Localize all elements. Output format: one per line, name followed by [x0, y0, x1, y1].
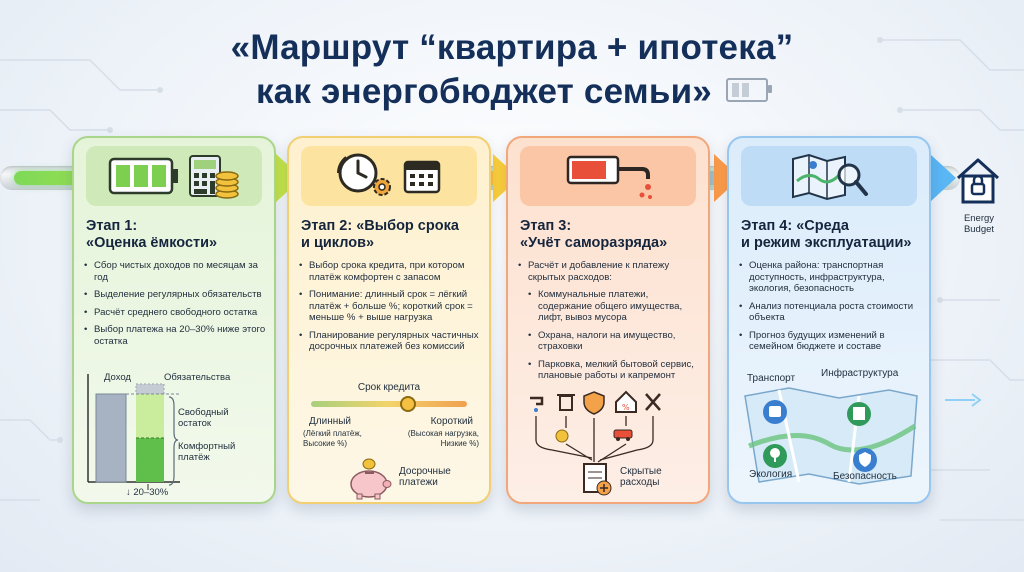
slider-label: Срок кредита	[357, 382, 421, 393]
map-icon	[792, 153, 846, 201]
tax-house-icon: %	[615, 390, 637, 413]
list-item: Понимание: длинный срок = лёгкий платёж …	[299, 289, 481, 324]
term-slider[interactable]	[311, 396, 467, 412]
long-term-title: Длинный	[309, 416, 352, 427]
battery-icon	[725, 77, 772, 102]
long-term-note: (Лёгкий платёж, Высокие %)	[303, 429, 362, 448]
stage-1-title: Этап 1: «Оценка ёмкости»	[86, 218, 218, 251]
clock-icon	[337, 153, 378, 193]
stage-4-title: Этап 4: «Среда и режим эксплуатации»	[741, 218, 912, 251]
early-payments-label: Досрочные платежи	[399, 466, 451, 488]
short-term-note: (Высокая нагрузка, Низкие %)	[407, 429, 479, 448]
stage-3-icon-box	[520, 146, 696, 206]
coins-icon	[215, 171, 239, 199]
safety-label: Безопасность	[833, 471, 897, 482]
stage-4-list: Оценка района: транспортная доступность,…	[739, 260, 921, 359]
comfort-payment-bar	[136, 438, 164, 482]
stage-4-card: Этап 4: «Среда и режим эксплуатации» Оце…	[727, 136, 931, 504]
trash-icon	[557, 394, 575, 411]
transport-label: Транспорт	[747, 373, 796, 384]
leaking-battery-icon	[566, 155, 652, 199]
car-icon	[613, 429, 633, 441]
hidden-costs-diagram: %	[530, 390, 661, 496]
svg-text:%: %	[622, 403, 630, 412]
stage-3-list: Расчёт и добавление к платежу скрытых ра…	[518, 260, 700, 388]
shield-icon	[853, 448, 877, 472]
slider-track	[311, 401, 467, 407]
tree-icon	[763, 444, 787, 468]
stage-2-icon-box	[301, 146, 477, 206]
hidden-costs-label: Скрытые расходы	[620, 466, 662, 488]
stage-2-title: Этап 2: «Выбор срока и циклов»	[301, 218, 459, 251]
list-item: Сбор чистых доходов по месяцам за год	[84, 260, 266, 283]
stage-2-card: Этап 2: «Выбор срока и циклов» Выбор сро…	[287, 136, 491, 504]
obligations-label: Обязательства	[164, 372, 231, 383]
list-item: Расчёт среднего свободного остатка	[84, 307, 266, 319]
magnifier-icon	[837, 163, 868, 196]
house-lock-icon	[956, 158, 1000, 204]
income-label: Доход	[104, 372, 131, 383]
stage-4-icon-box	[741, 146, 917, 206]
coin-icon	[555, 429, 569, 443]
slider-knob[interactable]	[399, 396, 416, 412]
stage-1-list: Сбор чистых доходов по месяцам за год Вы…	[84, 260, 266, 353]
document-icon	[583, 463, 612, 496]
comfort-payment-label: Комфортный платёж	[178, 441, 236, 463]
income-bar	[95, 393, 127, 483]
stage-1-card: Этап 1: «Оценка ёмкости» Сбор чистых дох…	[72, 136, 276, 504]
title-line-2: как энергобюджет семьи»	[256, 72, 712, 111]
reduction-label: ↓ 20–30%	[126, 487, 169, 498]
faucet-icon	[530, 396, 544, 412]
title-line-1: «Маршрут “квартира + ипотека”	[230, 28, 794, 67]
building-icon	[847, 402, 871, 426]
shield-icon	[583, 391, 605, 415]
infrastructure-label: Инфраструктура	[821, 368, 899, 379]
list-item: Анализ потенциала роста стоимости объект…	[739, 301, 921, 324]
tools-icon	[645, 393, 661, 411]
stage-3-card: Этап 3: «Учёт саморазряда» Расчёт и доба…	[506, 136, 710, 504]
budget-bar-chart	[87, 374, 180, 490]
gear-icon	[373, 178, 391, 196]
piggy-bank-icon	[350, 458, 392, 500]
stage-2-list: Выбор срока кредита, при котором платёж …	[299, 260, 481, 359]
battery-icon	[108, 157, 178, 195]
ecology-label: Экология	[749, 469, 793, 480]
page-title: «Маршрут “квартира + ипотека” как энерго…	[0, 26, 1024, 114]
list-item: Выделение регулярных обязательств	[84, 289, 266, 301]
list-item: Коммунальные платежи, содержание общего …	[518, 289, 700, 324]
calendar-icon	[403, 160, 441, 194]
brace-icon	[168, 396, 178, 486]
list-item: Парковка, мелкий бытовой сервис, плановы…	[518, 359, 700, 382]
stage-3-title: Этап 3: «Учёт саморазряда»	[520, 218, 668, 251]
list-item: Планирование регулярных частичных досроч…	[299, 330, 481, 353]
list-item: Прогноз будущих изменений в семейном бюд…	[739, 330, 921, 353]
free-rest-bar	[136, 394, 164, 438]
obligations-bar	[135, 383, 165, 395]
district-map	[744, 387, 918, 485]
free-rest-label: Свободный остаток	[178, 407, 229, 429]
short-term-title: Короткий	[430, 416, 473, 427]
energy-budget-label: Energy Budget	[963, 213, 995, 235]
stage-1-icon-box	[86, 146, 262, 206]
bus-icon	[763, 400, 787, 424]
list-item: Выбор платежа на 20–30% ниже этого остат…	[84, 324, 266, 347]
list-item: Охрана, налоги на имущество, страховки	[518, 330, 700, 353]
list-item: Оценка района: транспортная доступность,…	[739, 260, 921, 295]
list-item: Выбор срока кредита, при котором платёж …	[299, 260, 481, 283]
list-item: Расчёт и добавление к платежу скрытых ра…	[518, 260, 700, 283]
arrow-icon	[930, 154, 956, 202]
